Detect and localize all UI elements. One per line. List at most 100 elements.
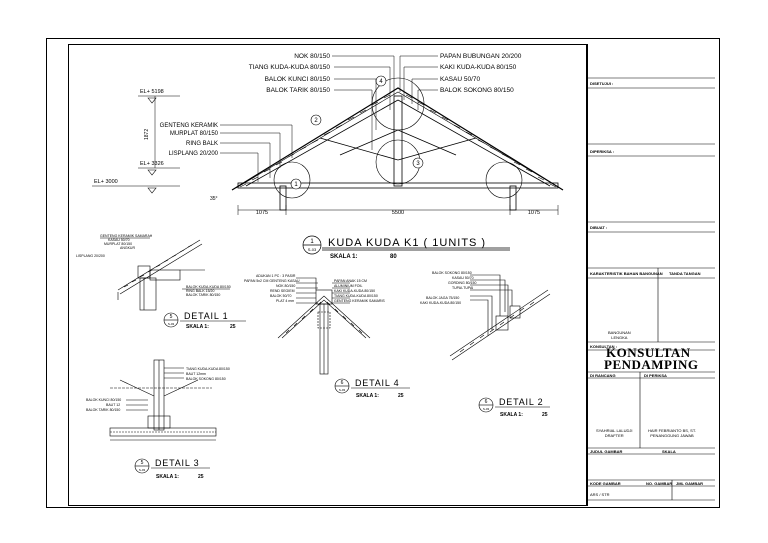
- tb-kode: KODE GAMBAR: [590, 481, 621, 486]
- tb-tanda-tangan: TANDA TANGAN: [669, 271, 701, 276]
- tb-row1-right: DI PERIKSA: [644, 373, 667, 378]
- main-truss: [231, 77, 564, 211]
- tb-ars: ARS / STR: [590, 492, 610, 497]
- detail3-label-5: BAUT 12: [106, 403, 120, 407]
- detail1-label-7: RING BALK 15/20: [186, 289, 214, 293]
- detail3-title: DETAIL 3: [155, 458, 199, 468]
- detail3-label-6: BALOK TARIK 80/150: [86, 408, 120, 412]
- tb-diperiksa: DIPERIKSA :: [590, 149, 615, 154]
- tb-skala: SKALA: [662, 449, 676, 454]
- label-slope: 35°: [210, 196, 218, 202]
- detail3-label-1: TIANG KUDA-KUDA 80/150: [186, 367, 230, 371]
- label-nok: NOK 80/150: [294, 53, 330, 60]
- detail3-label-3: BALOK SOKONG 80/150: [186, 377, 226, 381]
- detail2-scale-value: 25: [542, 412, 548, 418]
- detail1-label-1: GENTENG KERAMIK SAMARAH: [100, 234, 153, 238]
- detail2-drawing: [449, 274, 551, 361]
- label-dim-vertical: 1872: [144, 129, 150, 140]
- detail4-sheet: S-03: [339, 388, 346, 392]
- tb-dibuat: DIBUAT :: [590, 225, 608, 230]
- tb-konsultan-2: PENDAMPING: [604, 357, 699, 372]
- label-murplat: MURPLAT 80/150: [170, 131, 219, 137]
- detail1-drawing: [100, 237, 230, 311]
- detail2-sheet: S-03: [483, 407, 490, 411]
- detail4-label-6: PLAT 4 mm: [276, 299, 294, 303]
- tb-konsultan-kecil: KONSULTAN :: [590, 344, 617, 349]
- detail1-sheet: S-03: [168, 322, 175, 326]
- main-title-text: KUDA KUDA K1 ( 1UNITS ): [328, 237, 486, 249]
- detail1-title-symbol: [163, 312, 246, 328]
- label-el-bot: EL+ 3000: [94, 179, 118, 185]
- detail2-number: 6: [485, 399, 488, 405]
- label-ring-balk: RING BALK: [186, 141, 218, 147]
- label-dim-right: 1075: [528, 210, 540, 216]
- main-title-number: 1: [310, 239, 314, 245]
- main-leaders: [92, 55, 559, 215]
- main-title-scale-label: SKALA 1:: [330, 254, 357, 260]
- label-kaki-kuda: KAKI KUDA-KUDA 80/150: [440, 64, 517, 71]
- detail1-title: DETAIL 1: [184, 311, 228, 321]
- detail2-label-6: KAKI KUDA-KUDA 80/150: [420, 301, 461, 305]
- detail1-scale-label: SKALA 1:: [186, 324, 209, 330]
- label-kasau: KASAU 50/70: [440, 76, 480, 83]
- drawing-sheet: [46, 38, 720, 508]
- label-balok-sokong: BALOK SOKONG 80/150: [440, 87, 514, 94]
- detail1-label-6: BALOK KUDA-KUDA 80/150: [186, 285, 231, 289]
- detail2-scale-label: SKALA 1:: [500, 412, 523, 418]
- detail2-label-2: KASAU 50/70: [452, 276, 474, 280]
- detail1-scale-value: 25: [230, 324, 236, 330]
- detail4-label-10: TIANG KUDA-KUDA 80/150: [334, 294, 378, 298]
- detail1-label-4: ANGKUR: [120, 246, 135, 250]
- detail3-label-4: BALOK KUNCI 80/150: [86, 398, 121, 402]
- detail3-number: 5: [141, 460, 144, 466]
- detail4-label-11: GENTENG KERAMIK SAMARIS: [334, 299, 385, 303]
- tb-checker: HAIR FEBRIANTO BS, ST. PENANGGUNG JAWAB: [648, 428, 696, 438]
- tb-no-gambar: NO. GAMBAR: [646, 481, 673, 486]
- label-genteng: GENTENG KERAMIK: [160, 123, 218, 129]
- label-balok-tarik: BALOK TARIK 80/150: [266, 87, 330, 94]
- detail-markers: [290, 75, 424, 190]
- main-title-symbol: [302, 235, 510, 255]
- marker-2-label: 2: [314, 118, 318, 124]
- detail3-sheet: S-03: [139, 468, 146, 472]
- marker-3-label: 3: [416, 161, 420, 167]
- title-block: [587, 44, 715, 506]
- tb-kepala: KARAKTERISTIK BAHAN BANGUNAN: [590, 271, 663, 276]
- marker-4-label: 4: [379, 79, 383, 85]
- label-el-mid: EL+ 3326: [140, 161, 164, 167]
- detail4-label-1: ADUKAN 1 PC : 3 PASIR: [256, 274, 296, 278]
- detail4-label-9: KAKI KUDA-KUDA 80/150: [334, 289, 375, 293]
- elevation-triangles: [147, 97, 157, 194]
- detail4-scale-label: SKALA 1:: [356, 393, 379, 399]
- tb-drafter: SYAHRIAL LALUDJI DRAFTER: [596, 428, 633, 438]
- label-dim-left: 1075: [256, 210, 268, 216]
- detail1-label-2: KASAU 50/70: [108, 238, 130, 242]
- tb-row1-left: DI RANCANG: [590, 373, 616, 378]
- detail4-title-symbol: [334, 378, 410, 394]
- detail4-label-5: BALOK 50/70: [270, 294, 291, 298]
- main-title-sheet: S-03: [308, 247, 317, 252]
- titleblock-grid: [587, 77, 715, 501]
- label-tiang: TIANG KUDA-KUDA 80/150: [249, 64, 331, 71]
- label-dim-center: 5500: [392, 210, 404, 216]
- detail2-label-5: BALOK JAGA 75/150: [426, 296, 459, 300]
- tb-konsultan-1: KONSULTAN: [606, 345, 691, 360]
- detail2-title: DETAIL 2: [499, 397, 543, 407]
- detail2-title-symbol: [478, 397, 550, 413]
- detail4-label-8: ALUMINIUM FOIL: [334, 284, 362, 288]
- label-el-top: EL+ 5198: [140, 89, 164, 95]
- detail1-label-3: MURPLAT 80/150: [104, 242, 132, 246]
- label-papan-bubungan: PAPAN BUBUNGAN 20/200: [440, 53, 522, 60]
- detail3-drawing: [109, 359, 217, 441]
- detail2-label-1: BALOK SOKONG 80/150: [432, 271, 472, 275]
- detail4-number: 6: [341, 380, 344, 386]
- drawing-frame: [68, 44, 587, 506]
- detail4-drawing: [277, 277, 371, 375]
- tb-disetujui: DISETUJUI :: [590, 81, 614, 86]
- detail3-scale-label: SKALA 1:: [156, 474, 179, 480]
- label-balok-kunci: BALOK KUNCI 80/150: [265, 76, 331, 83]
- tb-kolom-kiri: BANGUNAN LENGKA: [608, 330, 631, 340]
- tb-judul: JUDUL GAMBAR: [590, 449, 623, 454]
- detail4-label-7: PAPAN ANAK 15 CM: [334, 279, 367, 283]
